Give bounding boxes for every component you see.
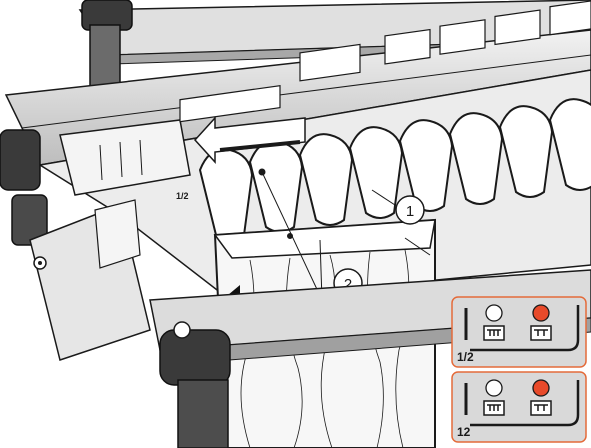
comb-fingers (198, 98, 591, 241)
settings-panel-2-caption: 12 (457, 425, 471, 439)
template-scale-label-a: 1/2 (176, 191, 189, 201)
setting-indicator-on (532, 304, 550, 322)
setting-indicator-off (485, 304, 503, 322)
comb-profile-icon (530, 400, 552, 416)
callout-1: 1 (395, 195, 425, 225)
comb-profile-icon (483, 325, 505, 341)
settings-panel-2: 12 (451, 371, 587, 443)
settings-panel-1-caption: 1/2 (457, 350, 474, 364)
bottom-clamp-knob (159, 321, 231, 448)
template-marking-boxes (299, 0, 591, 82)
setting-indicator-on (532, 379, 550, 397)
settings-panel-1: 1/2 (451, 296, 587, 368)
side-frame (29, 199, 151, 361)
scale-plate: 1/2 (59, 84, 281, 201)
pointer-arrow-icon (193, 116, 306, 164)
setting-indicator-off (485, 379, 503, 397)
callout-1-number: 1 (406, 203, 414, 220)
left-clamp-knob (0, 129, 48, 246)
comb-profile-icon (483, 400, 505, 416)
comb-profile-icon (530, 325, 552, 341)
callout-2-number: 2 (344, 276, 352, 293)
